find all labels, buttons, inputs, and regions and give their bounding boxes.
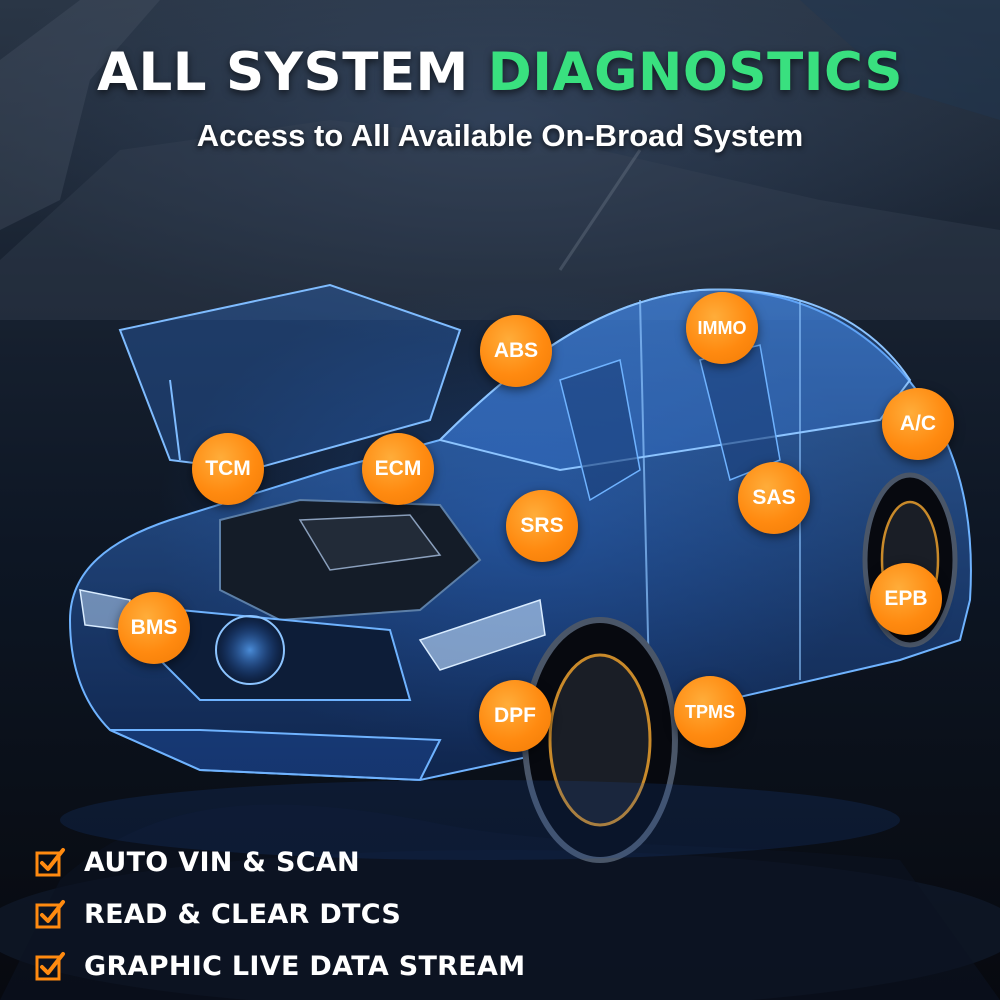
immo-badge[interactable]: IMMO: [686, 292, 758, 364]
headline-part-1: ALL SYSTEM: [96, 42, 488, 103]
checkbox-checked-icon: [35, 848, 65, 877]
abs-badge[interactable]: ABS: [480, 315, 552, 387]
feature-item: AUTO VIN & SCAN: [34, 836, 734, 888]
headline-part-2: DIAGNOSTICS: [487, 42, 904, 103]
feature-item: READ & CLEAR DTCS: [34, 888, 734, 940]
ecm-badge[interactable]: ECM: [362, 433, 434, 505]
feature-item: GRAPHIC LIVE DATA STREAM: [34, 940, 734, 992]
subheadline: Access to All Available On-Broad System: [196, 118, 804, 153]
feature-label: AUTO VIN & SCAN: [84, 846, 360, 878]
headline: ALL SYSTEM DIAGNOSTICS: [0, 42, 1000, 103]
tpms-badge[interactable]: TPMS: [674, 676, 746, 748]
srs-badge[interactable]: SRS: [506, 490, 578, 562]
bms-badge[interactable]: BMS: [118, 592, 190, 664]
dpf-badge[interactable]: DPF: [479, 680, 551, 752]
feature-label: GRAPHIC LIVE DATA STREAM: [84, 950, 526, 982]
feature-list: AUTO VIN & SCAN READ & CLEAR DTCS GRAPHI…: [34, 836, 734, 992]
epb-badge[interactable]: EPB: [870, 563, 942, 635]
sas-badge[interactable]: SAS: [738, 462, 810, 534]
tcm-badge[interactable]: TCM: [192, 433, 264, 505]
feature-label: READ & CLEAR DTCS: [84, 898, 402, 930]
ac-badge[interactable]: A/C: [882, 388, 954, 460]
checkbox-checked-icon: [35, 952, 65, 981]
checkbox-checked-icon: [35, 900, 65, 929]
